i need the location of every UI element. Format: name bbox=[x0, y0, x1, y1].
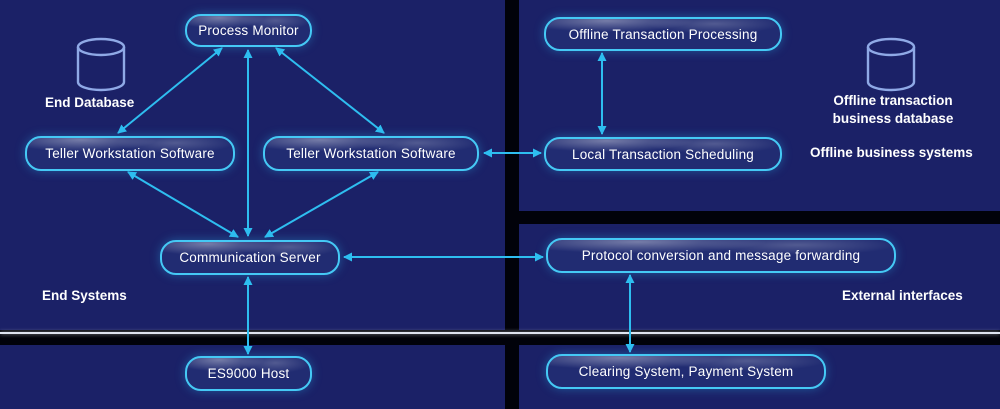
node-es9000-host: ES9000 Host bbox=[185, 356, 312, 391]
node-local-transaction-scheduling: Local Transaction Scheduling bbox=[544, 137, 782, 171]
node-teller-workstation-right: Teller Workstation Software bbox=[263, 136, 479, 171]
offline-database-label-line1: Offline transaction bbox=[833, 93, 953, 108]
external-interfaces-label: External interfaces bbox=[842, 288, 963, 303]
offline-database-label: Offline transaction business database bbox=[808, 92, 978, 128]
horizontal-divider bbox=[0, 332, 1000, 334]
node-communication-server: Communication Server bbox=[160, 240, 340, 275]
node-protocol-conversion: Protocol conversion and message forwardi… bbox=[546, 238, 896, 273]
node-process-monitor: Process Monitor bbox=[185, 14, 312, 47]
node-offline-transaction-processing: Offline Transaction Processing bbox=[544, 17, 782, 51]
end-database-label: End Database bbox=[45, 95, 135, 110]
offline-business-systems-label: Offline business systems bbox=[810, 145, 973, 160]
offline-database-icon bbox=[866, 37, 916, 92]
node-clearing-payment-system: Clearing System, Payment System bbox=[546, 354, 826, 389]
offline-database-label-line2: business database bbox=[832, 111, 954, 127]
end-systems-label: End Systems bbox=[42, 288, 127, 303]
node-teller-workstation-left: Teller Workstation Software bbox=[25, 136, 235, 171]
end-database-icon bbox=[76, 37, 126, 92]
